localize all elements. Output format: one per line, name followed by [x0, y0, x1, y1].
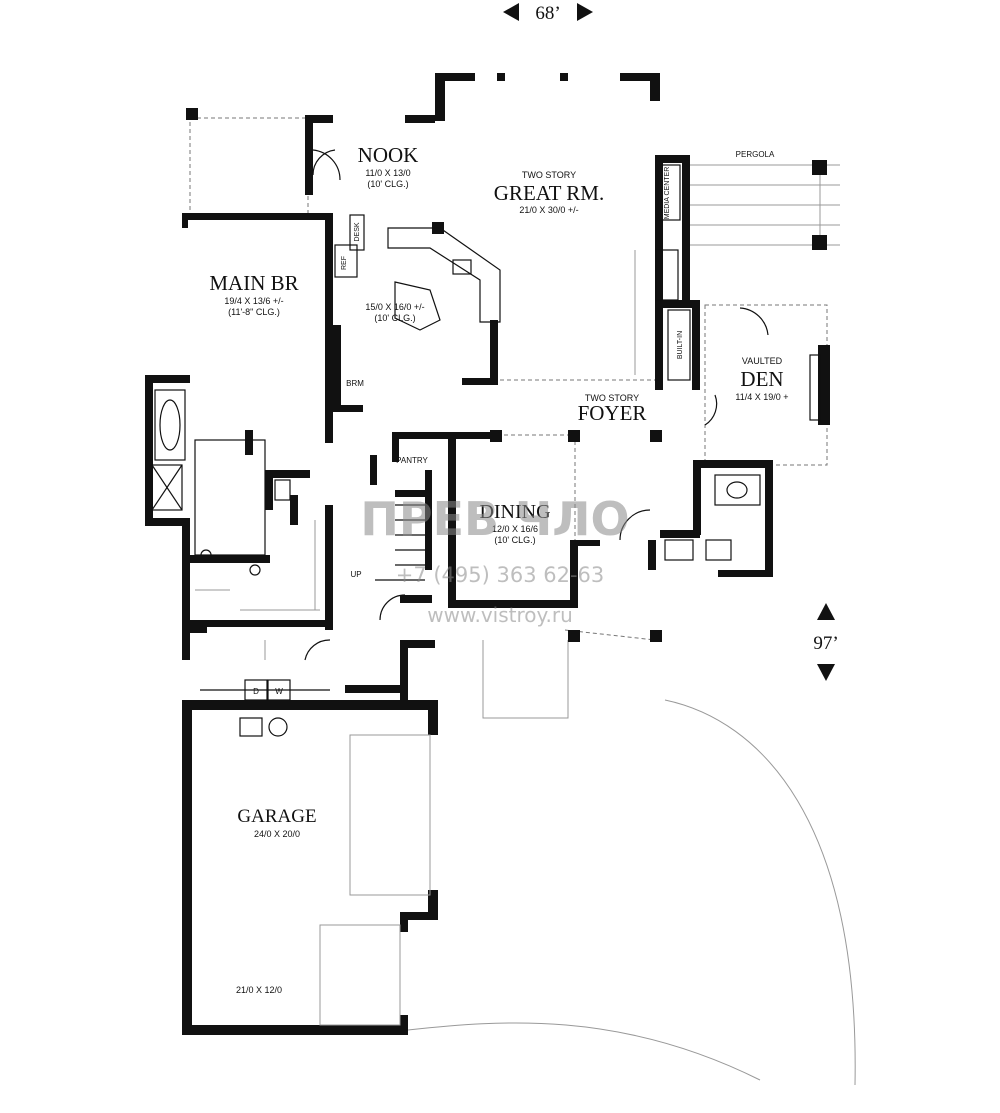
walkway-edge — [407, 1022, 761, 1081]
foyer-prefix: TWO STORY — [585, 393, 639, 403]
patio-outline — [189, 117, 309, 215]
garage-bay-size: 21/0 X 12/0 — [236, 985, 282, 995]
pergola-label: PERGOLA — [736, 150, 775, 159]
nook-name: NOOK — [358, 143, 419, 167]
depth-dimension: 97’ — [813, 633, 838, 654]
width-dimension: 68’ — [535, 3, 560, 24]
watermark-site: www.vistroy.ru — [427, 603, 573, 627]
porch-step — [482, 640, 569, 719]
dining-size: 12/0 X 16/6 — [492, 524, 538, 534]
kitchen-counter — [387, 227, 501, 323]
arrow-down-icon — [817, 664, 835, 681]
arrow-right-icon — [577, 3, 593, 21]
den-name: DEN — [740, 367, 783, 391]
garage-name: GARAGE — [237, 806, 316, 827]
built-in-label: BUILT-IN — [677, 331, 684, 359]
kitchen-island — [394, 281, 441, 331]
exterior-walls — [145, 73, 830, 1035]
pergola — [690, 160, 840, 250]
dryer-label: D — [253, 687, 259, 696]
garage-size: 24/0 X 20/0 — [254, 829, 300, 839]
arrow-up-icon — [817, 603, 835, 620]
nook-size: 11/0 X 13/0 — [365, 168, 410, 178]
great-room-size: 21/0 X 30/0 +/- — [519, 205, 578, 215]
main-br-ceiling: (11'-8" CLG.) — [228, 307, 280, 317]
watermark-brand: ПРЕВ ЧЛО — [360, 492, 629, 546]
pantry-label: PANTRY — [396, 456, 428, 465]
dining-ceiling: (10' CLG.) — [494, 535, 535, 545]
den-size: 11/4 X 19/0 + — [735, 392, 788, 402]
great-room-name: GREAT RM. — [494, 181, 604, 205]
great-room-prefix: TWO STORY — [522, 170, 576, 180]
main-br-size: 19/4 X 13/6 +/- — [224, 296, 283, 306]
foyer-name: FOYER — [578, 401, 647, 425]
interior-walls — [190, 222, 701, 630]
brm-label: BRM — [346, 379, 364, 388]
fixtures — [151, 149, 821, 1026]
stairs-up-label: UP — [350, 570, 361, 579]
media-center-label: MEDIA CENTER — [664, 167, 671, 220]
den-prefix: VAULTED — [742, 356, 783, 366]
desk-label: DESK — [354, 222, 361, 241]
main-br-name: MAIN BR — [209, 271, 298, 295]
watermark-phone: +7 (495) 363 62-63 — [396, 563, 605, 587]
kitchen-size: 15/0 X 16/0 +/- — [365, 302, 424, 312]
driveway-edge — [664, 699, 856, 1086]
kitchen-ceiling: (10' CLG.) — [374, 313, 415, 323]
nook-ceiling: (10' CLG.) — [367, 179, 408, 189]
dining-name: DINING — [479, 501, 550, 523]
arrow-left-icon — [503, 3, 519, 21]
washer-label: W — [275, 687, 283, 696]
ref-label: REF — [341, 256, 348, 270]
